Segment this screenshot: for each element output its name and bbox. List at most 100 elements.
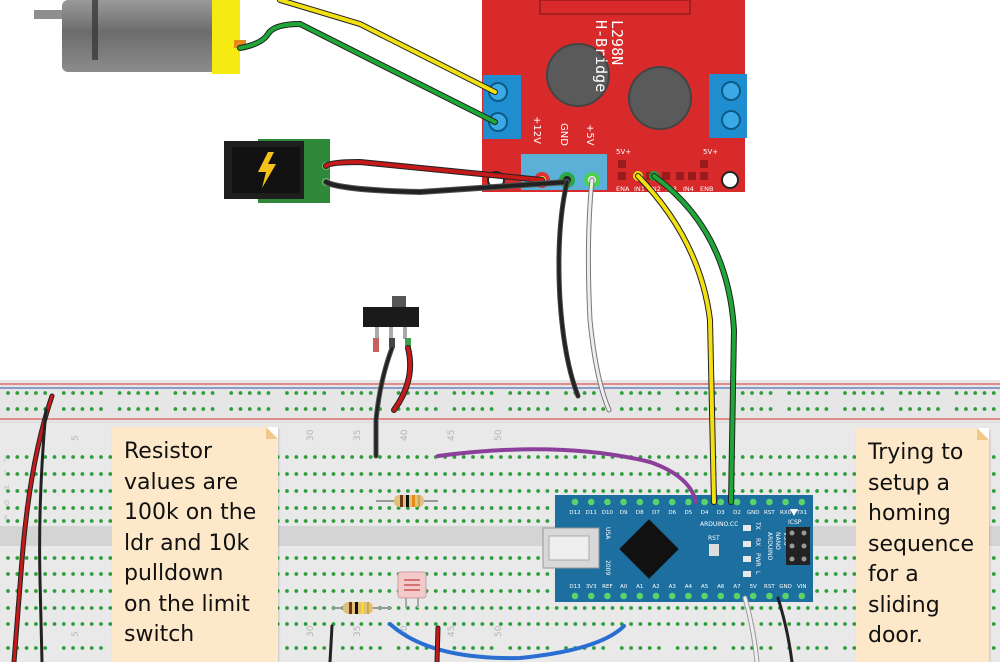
breadboard-hole <box>908 391 912 395</box>
breadboard-hole <box>15 572 20 576</box>
breadboard-hole <box>554 472 559 476</box>
breadboard-hole <box>694 472 699 476</box>
breadboard-hole <box>824 407 829 411</box>
arduino-top-pin-label: D3 <box>717 510 725 516</box>
breadboard-hole <box>443 606 447 610</box>
breadboard-hole <box>331 556 336 560</box>
breadboard-hole <box>517 556 522 560</box>
breadboard-hole <box>43 646 48 650</box>
breadboard-hole <box>387 506 392 510</box>
breadboard-hole <box>61 622 66 626</box>
breadboard-hole <box>294 455 299 459</box>
breadboard-hole <box>294 589 299 593</box>
breadboard-hole <box>629 391 633 395</box>
breadboard-hole <box>740 455 745 459</box>
resistor-100k <box>332 602 392 614</box>
breadboard-column-number: 50 <box>494 429 504 441</box>
arduino-bottom-pin <box>701 592 708 600</box>
breadboard-hole <box>322 622 327 626</box>
breadboard-hole <box>331 455 336 459</box>
breadboard-hole <box>489 391 494 395</box>
breadboard-hole <box>303 589 308 593</box>
breadboard-hole <box>433 506 438 510</box>
breadboard-hole <box>108 519 113 523</box>
arduino-model-line3: V3.0 <box>782 532 789 546</box>
breadboard-hole <box>573 606 578 610</box>
breadboard-hole <box>824 589 829 593</box>
motor-body <box>62 0 220 72</box>
breadboard-hole <box>991 506 996 510</box>
breadboard-hole <box>750 489 754 493</box>
breadboard-hole <box>80 556 85 560</box>
breadboard-hole <box>731 606 736 610</box>
breadboard-hole <box>145 407 150 411</box>
top-power-rail <box>0 380 1000 422</box>
arduino-top-pin-label: GND <box>747 510 760 516</box>
arduino-made-in: USA <box>604 527 611 540</box>
arduino-bottom-pin <box>766 592 773 600</box>
breadboard-hole <box>6 519 10 523</box>
breadboard-hole <box>71 519 75 523</box>
breadboard-hole <box>285 506 289 510</box>
breadboard-hole <box>443 572 447 576</box>
breadboard-hole <box>536 519 540 523</box>
breadboard-hole <box>238 407 243 411</box>
breadboard-hole <box>517 622 522 626</box>
breadboard-hole <box>619 472 624 476</box>
breadboard-hole <box>461 606 466 610</box>
breadboard-hole <box>526 391 531 395</box>
breadboard-hole <box>350 407 354 411</box>
breadboard-hole <box>991 572 996 576</box>
breadboard-hole <box>833 489 838 493</box>
breadboard-hole <box>750 472 754 476</box>
breadboard-hole <box>294 622 299 626</box>
breadboard-hole <box>685 391 689 395</box>
breadboard-hole <box>759 489 764 493</box>
breadboard-hole <box>34 556 38 560</box>
breadboard-hole <box>666 455 671 459</box>
breadboard-hole <box>508 646 513 650</box>
breadboard-hole <box>805 472 810 476</box>
breadboard-hole <box>359 556 364 560</box>
breadboard-hole <box>24 407 29 411</box>
breadboard-row-letter: F <box>4 514 8 522</box>
breadboard-hole <box>954 391 959 395</box>
breadboard-hole <box>80 506 85 510</box>
breadboard-hole <box>508 489 513 493</box>
breadboard-hole <box>182 407 187 411</box>
breadboard-hole <box>424 556 429 560</box>
breadboard-hole <box>173 407 178 411</box>
breadboard-hole <box>601 472 606 476</box>
breadboard-column-number: 45 <box>447 430 457 441</box>
breadboard-hole <box>378 572 382 576</box>
breadboard-hole <box>80 519 85 523</box>
breadboard-hole <box>545 519 550 523</box>
breadboard-hole <box>99 606 103 610</box>
ldr-photoresistor <box>397 571 427 608</box>
breadboard-hole <box>526 489 531 493</box>
breadboard-hole <box>359 455 364 459</box>
wire-blue <box>388 622 626 661</box>
breadboard-hole <box>396 506 401 510</box>
arduino-year: 2009 <box>604 560 611 575</box>
breadboard-hole <box>396 606 401 610</box>
breadboard-hole <box>71 646 75 650</box>
breadboard-hole <box>99 572 103 576</box>
breadboard-hole <box>80 489 85 493</box>
breadboard-hole <box>80 391 85 395</box>
breadboard-hole <box>108 489 113 493</box>
breadboard-hole <box>303 622 308 626</box>
breadboard-hole <box>805 646 810 650</box>
breadboard-hole <box>787 407 792 411</box>
arduino-bottom-pin-label: A5 <box>701 584 709 590</box>
breadboard-hole <box>843 606 847 610</box>
breadboard-hole <box>703 407 708 411</box>
breadboard-hole <box>768 646 773 650</box>
breadboard-hole <box>396 472 401 476</box>
arduino-bottom-pin <box>571 592 579 600</box>
breadboard-hole <box>461 455 466 459</box>
arduino-top-pin <box>733 498 741 506</box>
breadboard-hole <box>350 556 354 560</box>
breadboard-hole <box>368 407 373 411</box>
breadboard-hole <box>43 589 48 593</box>
